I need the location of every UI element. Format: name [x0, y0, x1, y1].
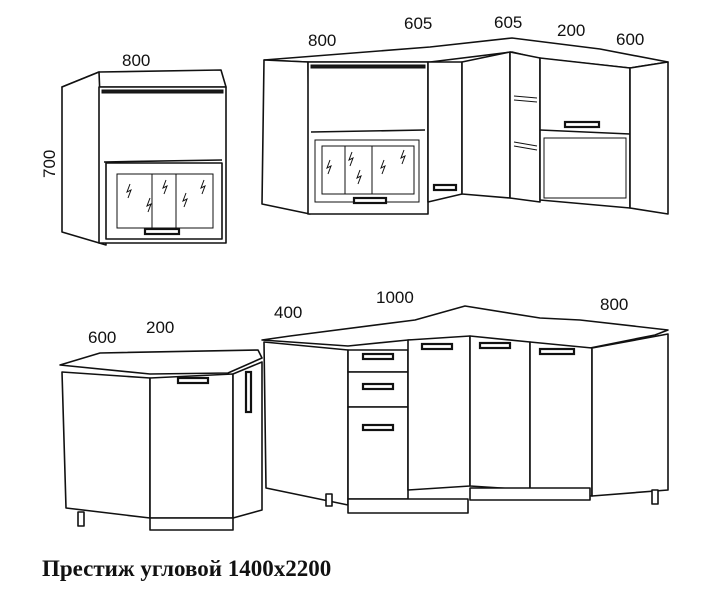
- upper-corner-cabinets: [261, 37, 669, 215]
- base-left-dim-1: 600: [88, 328, 116, 347]
- base-corner-dim-1: 400: [274, 303, 302, 322]
- upper-single-width-label: 800: [122, 51, 150, 70]
- model-caption: Престиж угловой 1400х2200: [42, 556, 332, 581]
- base-corner-dim-3: 800: [600, 295, 628, 314]
- upper-corner-dim-4: 200: [557, 21, 585, 40]
- base-left-dim-2: 200: [146, 318, 174, 337]
- upper-corner-dim-3: 605: [494, 13, 522, 32]
- upper-single-cabinet: [61, 69, 227, 246]
- upper-corner-dim-5: 600: [616, 30, 644, 49]
- upper-corner-dim-2: 605: [404, 14, 432, 33]
- upper-corner-dim-1: 800: [308, 31, 336, 50]
- base-corner-dim-2: 1000: [376, 288, 414, 307]
- upper-single-height-label: 700: [40, 150, 59, 178]
- base-corner-cabinets: [261, 305, 669, 514]
- base-left-cabinet: [59, 349, 263, 531]
